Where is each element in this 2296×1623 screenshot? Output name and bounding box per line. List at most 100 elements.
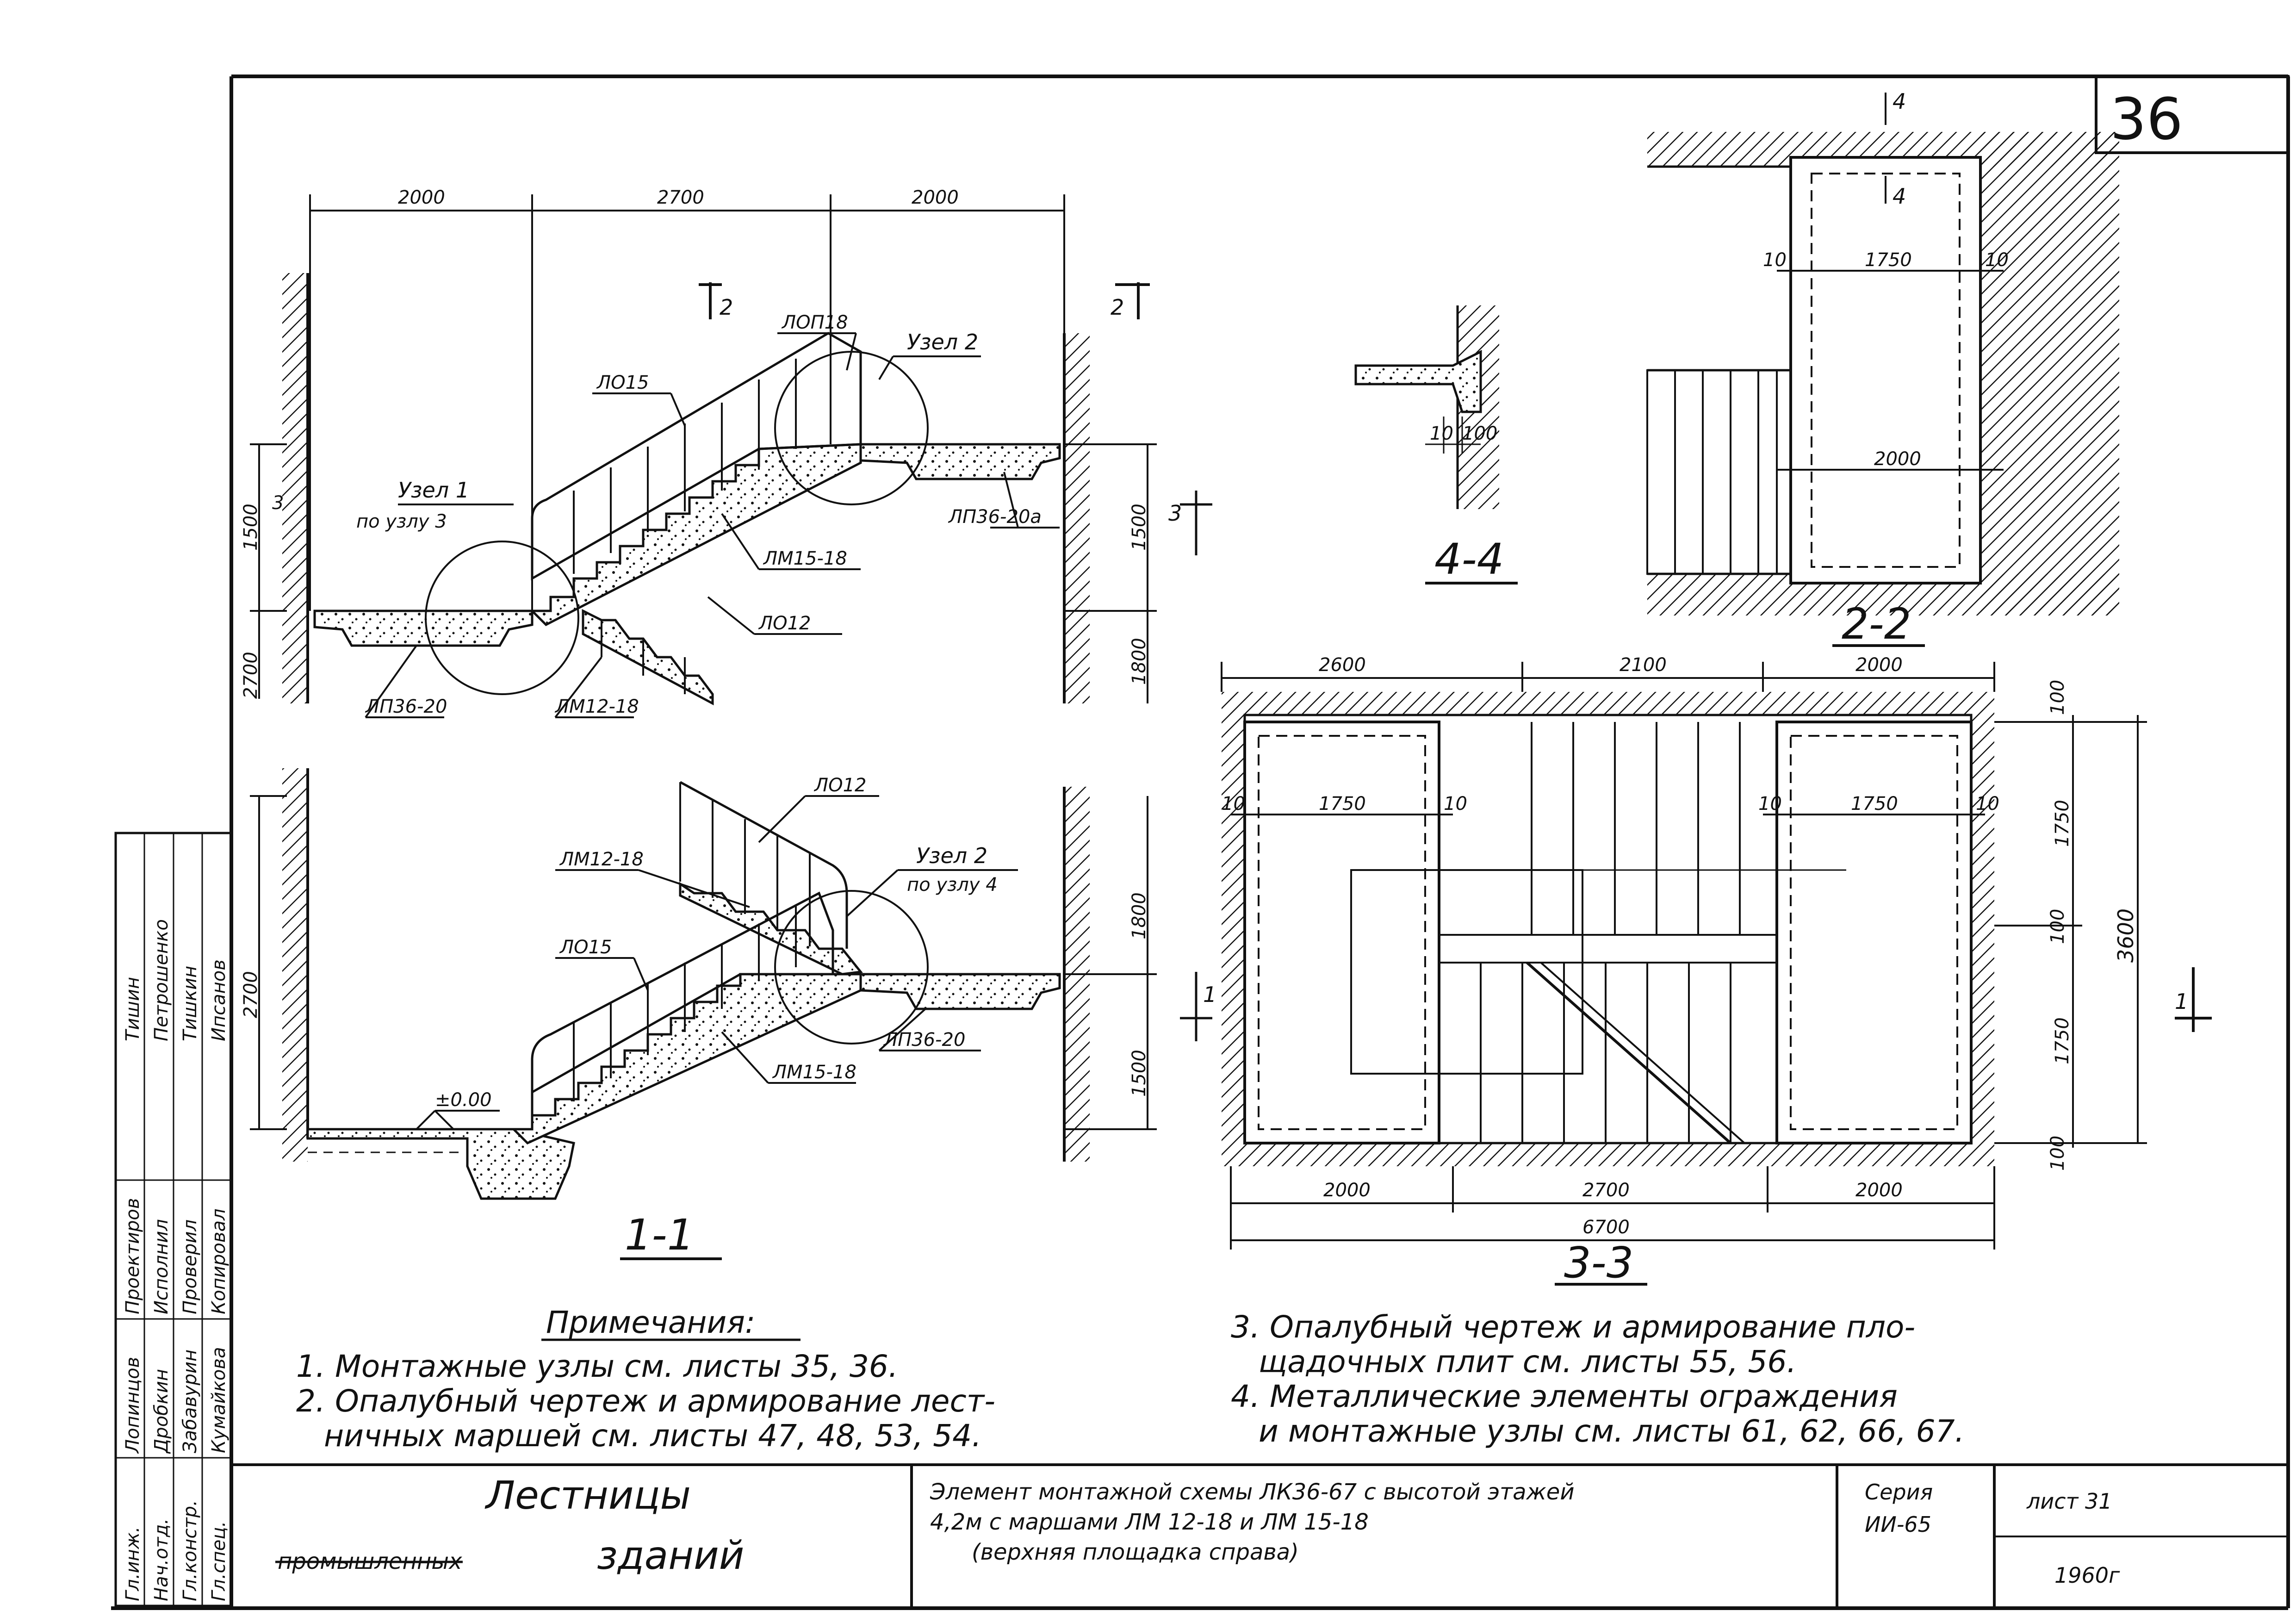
stamp-right-3: Ипсанов	[208, 959, 230, 1041]
title-line1: Лестницы	[484, 1473, 691, 1518]
plan-landing-left	[1243, 721, 1440, 1144]
stamp-r2c2: Проверил	[180, 1219, 201, 1314]
note-2b: ничных маршей см. листы 47, 48, 53, 54.	[324, 1418, 981, 1454]
note-3a: 3. Опалубный чертеж и армирование пло-	[1231, 1309, 1915, 1345]
ground-fill	[306, 1128, 575, 1200]
sheet-frame	[111, 75, 2290, 1610]
stamp-r0c2: Проектиров	[122, 1198, 143, 1314]
note-3b: щадочных плит см. листы 55, 56.	[1259, 1344, 1796, 1380]
dim-4-4-10: 10	[1430, 423, 1453, 444]
node-2-circle-1-1	[774, 890, 929, 1045]
dim-4-4-100: 100	[1462, 423, 1497, 444]
plan-inner-10c: 10	[1758, 793, 1782, 815]
dim-top-3: 2000	[912, 187, 959, 208]
landing-slab-left	[313, 609, 534, 647]
plan-inner-1750b: 1750	[1851, 793, 1898, 815]
railing-lo15-1-1	[531, 891, 834, 1129]
title-3-3: 3-3	[1564, 1238, 1633, 1287]
flight-lm12-1-1	[679, 882, 863, 976]
note-4b: и монтажные узлы см. листы 61, 62, 66, 6…	[1259, 1413, 1965, 1449]
plan-dim-top-2100: 2100	[1620, 654, 1667, 676]
note-2a: 2. Опалубный чертеж и армирование лест-	[296, 1383, 995, 1419]
railing-lo12-1-1	[679, 781, 848, 949]
cut-4-top: 4	[1893, 89, 1906, 114]
stamp-r2c0: Гл.констр.	[180, 1500, 201, 1601]
plan-inner-10a: 10	[1222, 793, 1245, 815]
series-label: Серия	[1865, 1480, 1933, 1505]
label-lp36-20a: ЛП36-20а	[948, 506, 1042, 528]
node-2-circle	[774, 351, 929, 505]
label-lm12-top: ЛМ12-18	[554, 696, 639, 717]
title-4-4: 4-4	[1434, 535, 1504, 584]
stamp-r0c1: Лопинцов	[122, 1357, 143, 1454]
stamp-r1c2: Исполнил	[151, 1219, 172, 1314]
description-line3: (верхняя площадка справа)	[972, 1539, 1299, 1565]
side-stamp	[114, 832, 233, 1607]
label-lp36-1-1: ЛП36-20	[883, 1029, 965, 1051]
flight-lm15-top	[529, 443, 862, 627]
plan-inner-10b: 10	[1444, 793, 1467, 815]
dim-1-1-right-1500: 1500	[1129, 1050, 1150, 1097]
stamp-r2c1: Забавурин	[180, 1349, 201, 1453]
dim-top-1: 2000	[398, 187, 445, 208]
title-1-1: 1-1	[625, 1210, 694, 1260]
label-uzel2-1-1: Узел 2	[916, 843, 987, 868]
hatch-2-2-right	[1980, 132, 2119, 616]
dim-right-1800: 1800	[1129, 638, 1150, 685]
plan-right-100c: 100	[2047, 1136, 2068, 1171]
label-lm12-1-1: ЛМ12-18	[559, 849, 644, 870]
description-line2: 4,2м с маршами ЛМ 12-18 и ЛМ 15-18	[930, 1509, 1369, 1535]
cut-2-right: 2	[1111, 295, 1124, 320]
dim-left-1500: 1500	[240, 504, 261, 551]
plan-inner-10d: 10	[1976, 793, 1999, 815]
label-lo12-1-1: ЛО12	[813, 775, 866, 796]
title-line2: зданий	[597, 1533, 744, 1578]
dim-2-2-1750: 1750	[1865, 249, 1912, 271]
cut-1-label: 1	[1203, 982, 1216, 1007]
node-1-circle	[425, 541, 579, 695]
plan-dim-overall-6700: 6700	[1582, 1217, 1630, 1238]
dim-2-2-10b: 10	[1985, 249, 2009, 271]
plan-dim-top-2000: 2000	[1855, 654, 1903, 676]
railing-lo15	[531, 332, 862, 581]
cut-3-right: 3	[1168, 501, 1182, 526]
label-lo15-1-1: ЛО15	[559, 937, 612, 958]
landing-2-2-inner	[1811, 173, 1961, 568]
dim-1-1-right-1800: 1800	[1129, 892, 1150, 939]
label-lm15-top: ЛМ15-18	[763, 548, 847, 569]
title-block	[910, 1465, 2288, 1608]
section-top: 2000 2700 2000 1500 2700 3 1500 1800 3	[240, 187, 1212, 718]
label-uzel1: Узел 1	[398, 478, 469, 503]
plan-cut-1: 1	[2175, 989, 2188, 1014]
plan-right-100a: 100	[2047, 680, 2068, 715]
plan-landing-right-inner	[1790, 735, 1958, 1130]
stamp-r1c1: Дробкин	[151, 1369, 172, 1454]
label-uzel1-sub: по узлу 3	[356, 511, 447, 532]
plan-right-1750b: 1750	[2052, 1017, 2073, 1064]
stamp-r1c0: Нач.отд.	[151, 1518, 172, 1601]
flight-lm12-top	[582, 609, 714, 706]
dim-left-2700: 2700	[240, 652, 261, 699]
title-2-2: 2-2	[1842, 599, 1911, 649]
stamp-r3c2: Копировал	[208, 1208, 230, 1314]
dim-right-1500: 1500	[1129, 504, 1150, 551]
plan-overall-3600: 3600	[2113, 908, 2138, 963]
label-lp36-20-top: ЛП36-20	[365, 696, 447, 717]
dim-1-1-left: 2700	[240, 971, 261, 1018]
note-4a: 4. Металлические элементы ограждения	[1231, 1379, 1898, 1414]
stamp-r3c1: Кумайкова	[208, 1347, 230, 1453]
note-1: 1. Монтажные узлы см. листы 35, 36.	[296, 1349, 898, 1384]
cut-4-inner: 4	[1893, 184, 1906, 209]
label-uzel2-top: Узел 2	[907, 330, 978, 354]
label-uzel2-sub-1-1: по узлу 4	[907, 874, 998, 895]
stamp-right-1: Петрошенко	[151, 919, 172, 1041]
plan-right-1750a: 1750	[2052, 800, 2073, 847]
label-lo15-top: ЛО15	[596, 372, 649, 393]
list-label: лист 31	[2026, 1489, 2112, 1514]
section-4-4: 10 100 4-4	[1354, 305, 1518, 585]
stamp-r3c0: Гл.спец.	[208, 1521, 230, 1601]
notes-heading: Примечания:	[546, 1305, 755, 1340]
notes-block: Примечания: 1. Монтажные узлы см. листы …	[296, 1305, 1965, 1454]
cut-3-label: 3	[272, 492, 284, 514]
